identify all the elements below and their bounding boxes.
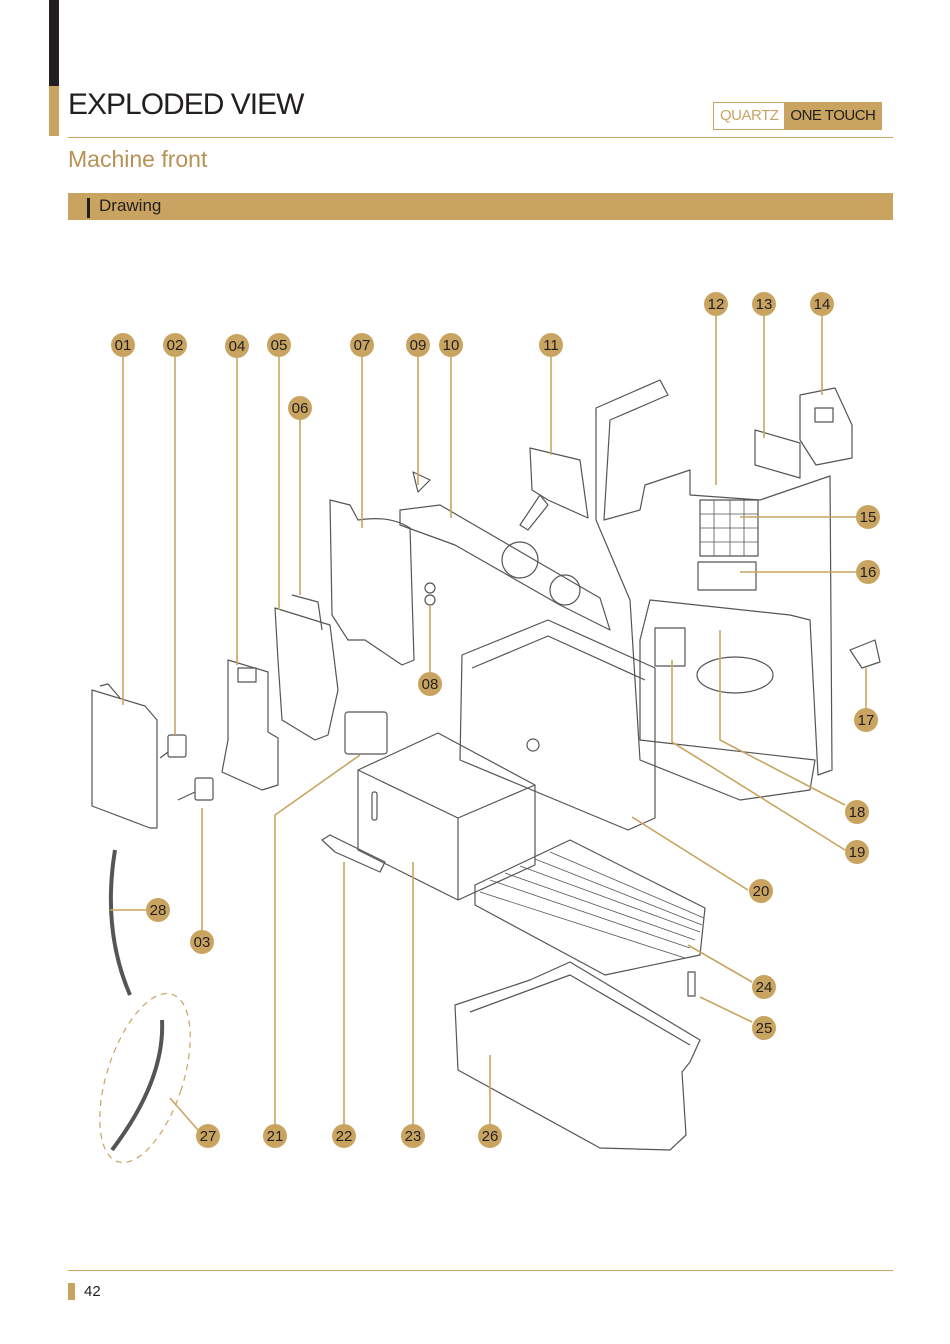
page-title: EXPLODED VIEW <box>68 88 304 121</box>
footer-marker <box>68 1283 75 1300</box>
svg-text:16: 16 <box>860 564 877 581</box>
part-valve <box>654 627 686 667</box>
part-side-cover <box>221 659 279 791</box>
page-number: 42 <box>84 1283 101 1300</box>
svg-text:10: 10 <box>443 337 460 354</box>
svg-text:18: 18 <box>849 804 866 821</box>
footer-rule <box>68 1270 893 1271</box>
callout-03: 03 <box>190 930 214 954</box>
callout-26: 26 <box>478 1124 502 1148</box>
part-springs <box>424 594 436 606</box>
svg-text:22: 22 <box>336 1128 353 1145</box>
brand-badge: QUARTZ ONE TOUCH <box>713 102 883 130</box>
part-fitting-17 <box>849 639 881 669</box>
svg-text:27: 27 <box>200 1128 217 1145</box>
band-label: Drawing <box>99 196 162 215</box>
svg-text:17: 17 <box>858 712 875 729</box>
callout-23: 23 <box>401 1124 425 1148</box>
part-box-14 <box>799 387 853 466</box>
callout-05: 05 <box>267 333 291 357</box>
callout-11: 11 <box>539 333 563 357</box>
part-tray-frame <box>459 619 656 831</box>
part-drip-tray <box>454 961 701 1151</box>
part-pin <box>687 971 696 997</box>
svg-text:12: 12 <box>708 296 725 313</box>
svg-text:11: 11 <box>543 337 559 354</box>
svg-text:06: 06 <box>292 400 309 417</box>
part-tube <box>108 849 132 996</box>
callout-06: 06 <box>288 396 312 420</box>
callout-13: 13 <box>752 292 776 316</box>
svg-text:02: 02 <box>167 337 184 354</box>
callout-10: 10 <box>439 333 463 357</box>
callout-12: 12 <box>704 292 728 316</box>
part-guide-05 <box>274 607 339 741</box>
band-marker <box>87 198 90 218</box>
part-main-frame <box>595 379 833 801</box>
drawing-band: Drawing <box>68 193 893 220</box>
svg-text:20: 20 <box>753 883 770 900</box>
part-board-13 <box>754 429 801 479</box>
svg-text:01: 01 <box>115 337 132 354</box>
svg-text:26: 26 <box>482 1128 499 1145</box>
callout-07: 07 <box>350 333 374 357</box>
callout-08: 08 <box>418 672 442 696</box>
svg-text:03: 03 <box>194 934 211 951</box>
brand-onetouch-label: ONE TOUCH <box>784 103 882 129</box>
callout-14: 14 <box>810 292 834 316</box>
svg-text:15: 15 <box>860 509 877 526</box>
part-spout-arm <box>399 504 611 631</box>
header-gold-bar <box>49 86 59 136</box>
callout-17: 17 <box>854 708 878 732</box>
callout-20: 20 <box>749 879 773 903</box>
part-flap <box>529 447 589 519</box>
callout-04: 04 <box>225 334 249 358</box>
part-hose-outline <box>99 992 191 1164</box>
svg-text:08: 08 <box>422 676 439 693</box>
callout-15: 15 <box>856 505 880 529</box>
parts-drawing <box>91 379 881 1164</box>
part-front-panel <box>91 689 158 829</box>
svg-text:28: 28 <box>150 902 167 919</box>
callout-27: 27 <box>196 1124 220 1148</box>
part-container <box>357 732 536 901</box>
part-grille <box>474 839 706 976</box>
callout-22: 22 <box>332 1124 356 1148</box>
svg-text:14: 14 <box>814 296 831 313</box>
callout-21: 21 <box>263 1124 287 1148</box>
callout-25: 25 <box>752 1016 776 1040</box>
callout-18: 18 <box>845 800 869 824</box>
callout-markers: 01 02 03 04 05 06 07 08 09 10 11 12 13 1… <box>111 292 880 1148</box>
svg-text:21: 21 <box>267 1128 284 1145</box>
callout-16: 16 <box>856 560 880 584</box>
svg-text:13: 13 <box>756 296 773 313</box>
svg-text:19: 19 <box>849 844 866 861</box>
callout-01: 01 <box>111 333 135 357</box>
part-pump <box>344 711 388 755</box>
part-curved-panel <box>329 499 415 666</box>
callout-24: 24 <box>752 975 776 999</box>
callout-02: 02 <box>163 333 187 357</box>
part-handle <box>321 834 386 873</box>
svg-text:07: 07 <box>354 337 371 354</box>
svg-text:04: 04 <box>229 338 246 355</box>
svg-text:23: 23 <box>405 1128 422 1145</box>
callout-19: 19 <box>845 840 869 864</box>
callout-28: 28 <box>146 898 170 922</box>
svg-text:09: 09 <box>410 337 427 354</box>
callout-09: 09 <box>406 333 430 357</box>
svg-text:05: 05 <box>271 337 288 354</box>
section-subtitle: Machine front <box>68 146 208 172</box>
svg-text:25: 25 <box>756 1020 773 1037</box>
brand-quartz-label: QUARTZ <box>714 103 785 129</box>
part-switch-02 <box>167 734 187 758</box>
part-hose <box>110 1019 165 1152</box>
header-black-bar <box>49 0 59 86</box>
svg-text:24: 24 <box>756 979 773 996</box>
leader-lines <box>110 316 867 1131</box>
part-switch-03 <box>194 777 214 801</box>
header-rule <box>68 137 893 138</box>
